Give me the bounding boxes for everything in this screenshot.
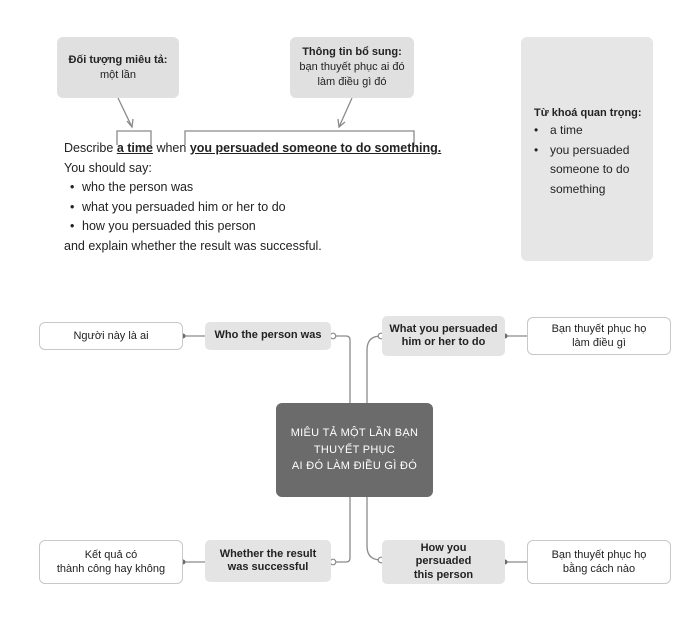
branch-how-you-persuaded: How you persuaded this person [382, 540, 505, 584]
leaf-who-the-person: Người này là ai [39, 322, 183, 350]
leaf-what-you-persuaded: Bạn thuyết phục họ làm điều gì [527, 317, 671, 355]
closing-line: and explain whether the result was succe… [64, 238, 322, 253]
highlight-a-time: a time [116, 141, 153, 155]
callout-extra-text-1: bạn thuyết phục ai đó [299, 61, 405, 73]
connector-bottom-left [333, 497, 351, 563]
callout-subject: Đối tượng miêu tả: một lần [57, 37, 179, 98]
bullet-icon: • [70, 219, 75, 233]
keyword-item-continued: something [550, 181, 606, 196]
keywords-title: Từ khoá quan trọng: [534, 107, 642, 119]
leaf-how-you-persuaded: Bạn thuyết phục họ bằng cách nào [527, 540, 671, 584]
callout-right-arrowhead [337, 118, 346, 129]
callout-subject-title: Đối tượng miêu tả: [68, 53, 168, 66]
keyword-item-continued: someone to do [550, 162, 630, 176]
leaf-whether-successful: Kết quả có thành công hay không [39, 540, 183, 584]
callout-extra-title: Thông tin bổ sung: [302, 46, 402, 58]
bullet-item: •who the person was [70, 178, 504, 198]
callout-extra-text-2: làm điều gì đó [317, 76, 387, 88]
cue-card: Describe a time when you persuaded someo… [64, 139, 504, 256]
keywords-box: Từ khoá quan trọng: •a time •you persuad… [521, 37, 653, 261]
mindmap-center: MIÊU TẢ MỘT LẦN BẠN THUYẾT PHỤC AI ĐÓ LÀ… [276, 403, 433, 497]
callout-extra-info: Thông tin bổ sung: bạn thuyết phục ai đó… [290, 37, 414, 98]
bracket-persuaded [184, 130, 415, 145]
bullet-list: •who the person was •what you persuaded … [64, 178, 504, 237]
ring-bottom-left [329, 558, 337, 566]
bullet-item: •how you persuaded this person [70, 217, 504, 237]
branch-who-the-person: Who the person was [205, 322, 331, 350]
callout-subject-text: một lần [99, 68, 137, 81]
callout-right-arrow [338, 97, 353, 128]
you-should-say: You should say: [64, 160, 152, 175]
when-word: when [156, 141, 187, 155]
bullet-icon: • [70, 180, 75, 194]
bullet-icon: • [534, 123, 539, 137]
bullet-icon: • [534, 142, 539, 157]
callout-left-arrowhead [126, 118, 134, 129]
connector-top-left [333, 335, 351, 403]
connector-bottom-right [366, 497, 382, 561]
ring-top-left [329, 332, 337, 340]
keyword-item: •a time [534, 121, 649, 141]
connector-top-right [366, 335, 382, 403]
describe-word: Describe [64, 141, 114, 155]
branch-what-you-persuaded: What you persuaded him or her to do [382, 316, 505, 356]
callout-left-arrow [117, 97, 133, 128]
keywords-list: •a time •you persuaded someone to do som… [534, 121, 649, 199]
highlight-persuaded: you persuaded someone to do something. [189, 141, 442, 155]
branch-whether-successful: Whether the result was successful [205, 540, 331, 582]
cue-card-topic: Describe a time when you persuaded someo… [64, 139, 504, 159]
bracket-a-time [116, 130, 152, 145]
keyword-item: •you persuaded [534, 141, 649, 161]
bullet-icon: • [70, 199, 75, 214]
bullet-item: •what you persuaded him or her to do [70, 198, 504, 218]
